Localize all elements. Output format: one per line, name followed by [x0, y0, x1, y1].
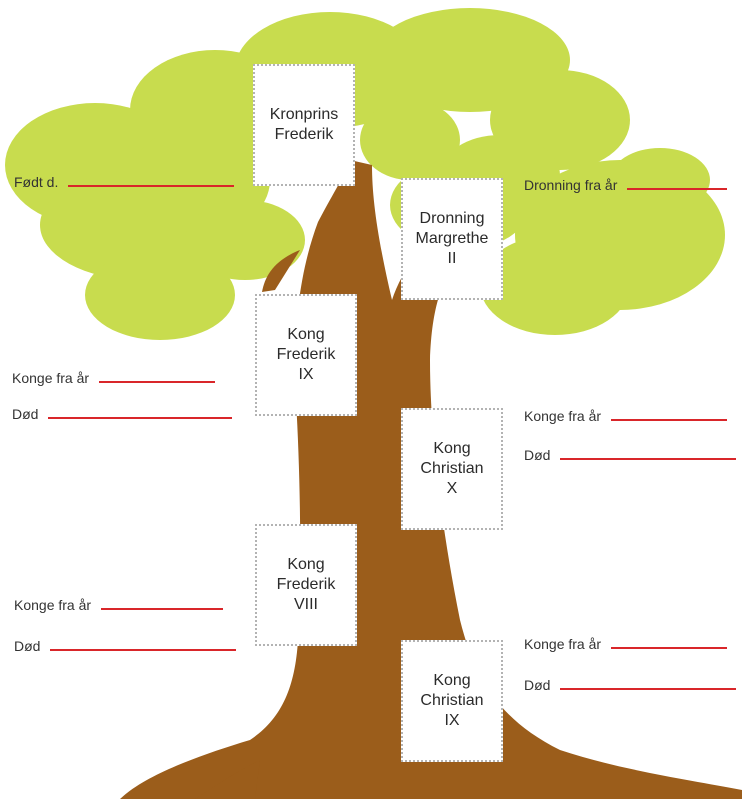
field-label: Konge fra år	[524, 636, 602, 652]
stamp-line: Christian	[420, 692, 484, 709]
field-frederik-viii-king-from[interactable]: Konge fra år	[14, 597, 224, 613]
stamp-line: Frederik	[274, 126, 334, 143]
answer-line[interactable]	[48, 417, 233, 419]
field-christian-x-died[interactable]: Død	[524, 447, 737, 463]
stamp-line: Kong	[287, 326, 325, 343]
field-label: Død	[524, 447, 551, 463]
field-label: Død	[12, 406, 39, 422]
field-label: Død	[14, 638, 41, 654]
answer-line[interactable]	[627, 188, 728, 190]
field-label: Dronning fra år	[524, 177, 618, 193]
stamp-line: Frederik	[276, 576, 336, 593]
answer-line[interactable]	[611, 647, 728, 649]
stamp-line: Christian	[420, 460, 484, 477]
stamp-line: Frederik	[276, 346, 336, 363]
stamp-kronprins-frederik: Kronprins Frederik	[253, 64, 355, 186]
field-frederik-ix-king-from[interactable]: Konge fra år	[12, 370, 216, 386]
answer-line[interactable]	[560, 458, 737, 460]
field-label: Død	[524, 677, 551, 693]
field-label: Konge fra år	[524, 408, 602, 424]
answer-line[interactable]	[611, 419, 728, 421]
field-label: Konge fra år	[14, 597, 92, 613]
answer-line[interactable]	[68, 185, 235, 187]
field-margrethe-queen-from[interactable]: Dronning fra år	[524, 177, 728, 193]
field-christian-ix-king-from[interactable]: Konge fra år	[524, 636, 728, 652]
stamp-line: Margrethe	[415, 230, 489, 247]
answer-line[interactable]	[99, 381, 216, 383]
field-christian-x-king-from[interactable]: Konge fra år	[524, 408, 728, 424]
stamp-line: Dronning	[419, 210, 485, 227]
stamp-line: IX	[444, 712, 460, 729]
stamp-kong-frederik-ix: Kong Frederik IX	[255, 294, 357, 416]
field-frederik-viii-died[interactable]: Død	[14, 638, 237, 654]
stamp-kong-frederik-viii: Kong Frederik VIII	[255, 524, 357, 646]
field-label: Født d.	[14, 174, 59, 190]
stamp-line: II	[447, 250, 457, 267]
stamp-kong-christian-ix: Kong Christian IX	[401, 640, 503, 762]
stamp-line: IX	[298, 366, 314, 383]
field-kronprins-born[interactable]: Født d.	[14, 174, 235, 190]
field-frederik-ix-died[interactable]: Død	[12, 406, 233, 422]
stamp-dronning-margrethe: Dronning Margrethe II	[401, 178, 503, 300]
stamp-line: X	[446, 480, 458, 497]
field-label: Konge fra år	[12, 370, 90, 386]
stamp-line: Kronprins	[269, 106, 339, 123]
field-christian-ix-died[interactable]: Død	[524, 677, 737, 693]
stamp-line: Kong	[287, 556, 325, 573]
stamp-line: VIII	[293, 596, 318, 613]
answer-line[interactable]	[50, 649, 237, 651]
answer-line[interactable]	[560, 688, 737, 690]
answer-line[interactable]	[101, 608, 224, 610]
stamp-kong-christian-x: Kong Christian X	[401, 408, 503, 530]
stamp-line: Kong	[433, 672, 471, 689]
stamp-line: Kong	[433, 440, 471, 457]
